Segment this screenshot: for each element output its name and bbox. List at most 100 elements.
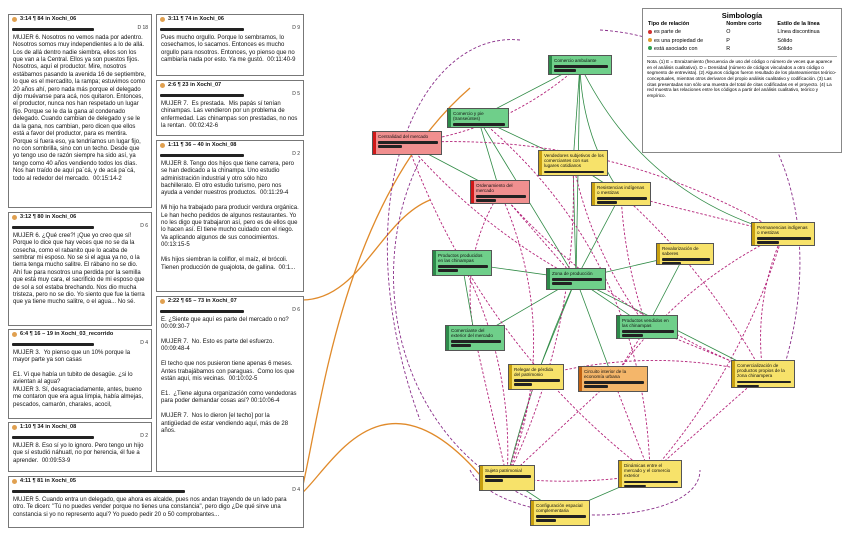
node-bar [597,201,617,204]
legend-short: P [726,37,730,44]
node-bar [737,384,759,387]
node-bar [552,278,602,281]
code-node[interactable]: Dinámicas entre el mercado y el comercio… [618,460,682,488]
quote-link [299,422,481,496]
code-node[interactable]: Productos vendidos en las chinampas [616,315,678,339]
node-edge [592,183,595,205]
code-node[interactable]: Vendedores subjetivos de los comerciante… [538,150,608,176]
node-bar [536,519,556,522]
node-bar [544,174,568,175]
legend-type: es una propiedad de [654,37,704,44]
quote-text: MUJER 8. Tengo dos hijos que tiene carre… [161,160,299,271]
code-node[interactable]: Revalorización de saberes [656,243,714,265]
node-edge [549,56,552,74]
legend-style: Línea discontinua [777,29,820,36]
code-node[interactable]: Configuración espacial complementaria [530,500,590,526]
code-node[interactable]: Comercio y pie (transeúntes) [447,108,509,128]
quote-reference: 2:6 ¶ 23 in Xochi_07 [168,82,222,88]
relation-dot-icon [648,38,652,43]
code-node[interactable]: Sujeto patrimonial [479,465,535,491]
code-node[interactable]: Ordenamiento del mercado [470,180,530,204]
code-label: Vendedores subjetivos de los comerciante… [544,153,604,169]
quote-icon [12,425,17,431]
code-node[interactable]: Zona de producción [546,268,606,290]
node-bar [624,484,646,487]
quote-reference: 3:11 ¶ 74 in Xochi_06 [168,16,224,22]
quote-document: D 4 [292,487,300,494]
code-label: Comercio y pie (transeúntes) [453,111,484,122]
code-node[interactable]: Comercio ambulante [548,55,612,75]
node-bar [438,265,488,268]
quote-document: D 5 [292,91,300,98]
code-node[interactable]: Circuito interior de la economía urbana [578,366,648,392]
node-bar [476,199,496,202]
quote-link [301,199,431,301]
relation-link [506,162,574,479]
node-bar [451,344,471,347]
node-bar [662,258,710,261]
relation-link [406,141,784,235]
relation-link [612,233,784,380]
quote-document: D 18 [137,25,148,32]
code-node[interactable]: Productos producidos en las chinampas [432,250,492,276]
legend-short: O [726,29,731,36]
relation-dot-icon [648,29,652,34]
quote-icon [160,299,165,305]
quote-document: D 4 [140,340,148,347]
quote-card[interactable]: 2:6 ¶ 23 in Xochi_07 D 5 MUJER 7. Es prest… [156,80,304,136]
code-node[interactable]: Resistencias indígenas o mestizas [591,182,651,206]
quote-text: E. ¿Siente que aquí es parte del mercado… [161,316,297,434]
code-label: Sujeto patrimonial [485,468,522,473]
node-bar [378,141,438,144]
node-bar [584,385,608,388]
node-edge [446,326,449,350]
node-bar [757,241,779,244]
node-bar [536,515,586,518]
node-bar [476,195,526,198]
quote-text: MUJER 8. Eso sí yo lo ignoro. Pero tengo… [13,442,146,464]
node-bar [485,475,531,478]
node-bar [378,145,402,148]
code-label: Permanencias indígenas o mestizas [757,225,808,236]
quote-document: D 6 [140,223,148,230]
code-node[interactable]: Comercialización de productos propios de… [731,360,795,388]
node-bar [622,330,674,333]
relation-link [579,64,622,195]
relation-link [579,64,784,235]
node-edge [373,132,376,154]
relation-link [387,39,521,421]
node-edge [619,461,622,487]
quote-reference: 3:12 ¶ 80 in Xochi_06 [20,214,77,220]
quote-icon [160,17,165,23]
relation-link [649,233,784,475]
node-edge [539,151,542,175]
quote-bar [160,27,244,31]
code-node[interactable]: Centralidad del mercado [372,131,442,155]
legend-note: Nota. (1) E = Enraizamiento (frecuencia … [647,56,837,98]
quote-bar [12,225,94,229]
node-edge [657,244,660,264]
relation-link [649,373,764,475]
node-edge [732,361,735,387]
quote-text: MUJER 5. Cuando entra un delegado, que a… [13,496,289,518]
quote-reference: 1:11 ¶ 36 – 40 in Xochi_08 [168,142,237,148]
code-node[interactable]: Relegar de pérdida del patrimonio [508,364,564,390]
code-node[interactable]: Comerciante del exterior del mercado [445,325,505,351]
code-node[interactable]: Permanencias indígenas o mestizas [751,222,815,246]
node-edge [433,251,436,275]
node-edge [480,466,483,490]
quote-document: D 2 [140,433,148,440]
quote-text: MUJER 7. Es prestada. Mis papás sí tenía… [161,100,300,130]
quote-icon [12,17,17,23]
quote-icon [12,479,17,485]
quote-text: MUJER 6. Nosotros no vemos nada por aden… [13,34,148,182]
legend-panel: Simbología Tipo de relación Nombre corto… [642,8,842,153]
